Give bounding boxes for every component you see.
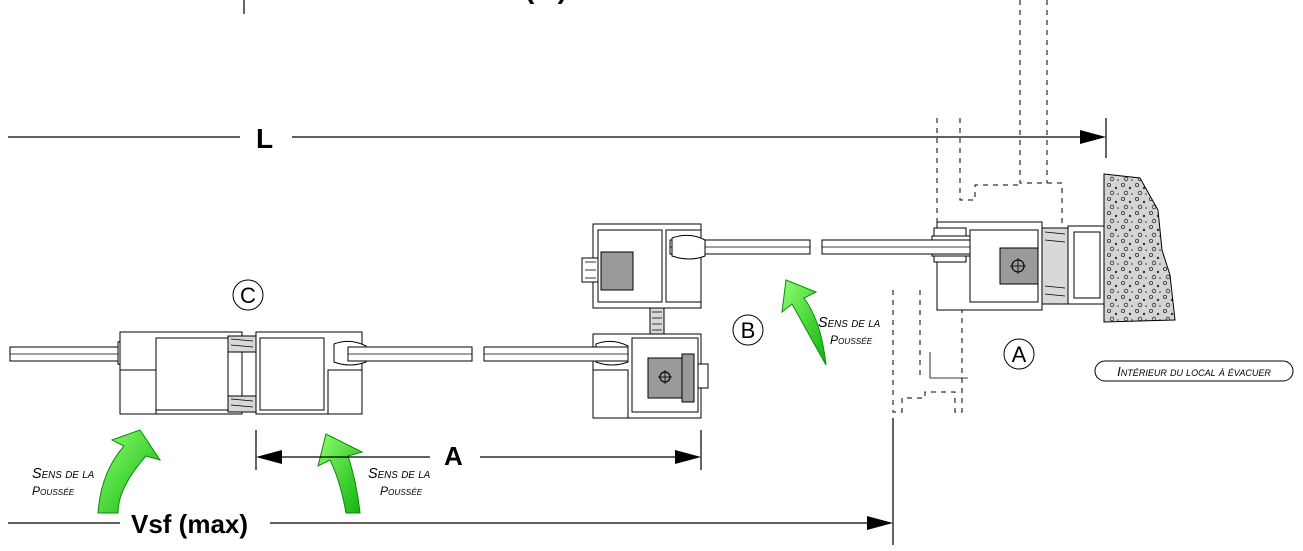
push-arrow-b (781, 279, 827, 366)
position-marker-b: B (732, 314, 764, 346)
dimension-A: A (255, 430, 702, 471)
svg-text:POUSSÉE: POUSSÉE (32, 484, 75, 498)
hinge-connector-b (649, 307, 665, 337)
frame-position-a (931, 221, 1105, 311)
top-dimension-label: (...) (525, 0, 567, 4)
position-a-label: A (1012, 342, 1027, 367)
frame-position-c (9, 331, 473, 415)
position-marker-c: C (232, 279, 264, 311)
svg-text:SENS DE LA: SENS DE LA (818, 315, 881, 331)
push-label-c-left: SENS DE LA POUSSÉE (32, 466, 95, 498)
dimension-vsf: Vsf (max) (8, 509, 893, 539)
position-marker-a: A (1003, 338, 1035, 370)
svg-text:SENS DE LA: SENS DE LA (32, 466, 95, 482)
push-label-b: SENS DE LA POUSSÉE (818, 315, 881, 347)
frame-position-b-lower (483, 333, 709, 419)
position-b-label: B (741, 318, 756, 343)
interior-label-box: INTÉRIEUR DU LOCAL À ÉVACUER (1094, 360, 1294, 382)
svg-text:SENS DE LA: SENS DE LA (368, 466, 431, 482)
interior-label-text: INTÉRIEUR DU LOCAL À ÉVACUER (1117, 364, 1271, 379)
push-arrow-c-left (97, 429, 162, 514)
wall-hatch (1103, 173, 1176, 323)
dimension-A-label: A (444, 441, 463, 471)
dimension-vsf-label: Vsf (max) (131, 509, 248, 539)
dimension-L: L (8, 118, 1107, 158)
push-label-c-right: SENS DE LA POUSSÉE (368, 466, 431, 498)
door-leaf-a (821, 239, 971, 255)
dimension-L-label: L (256, 123, 273, 154)
push-arrow-c-right (317, 433, 364, 514)
svg-text:POUSSÉE: POUSSÉE (830, 333, 873, 347)
position-c-label: C (240, 283, 256, 308)
door-swing-dashed-outline (892, 0, 1063, 413)
frame-position-b-upper (581, 223, 811, 309)
svg-text:POUSSÉE: POUSSÉE (380, 484, 423, 498)
